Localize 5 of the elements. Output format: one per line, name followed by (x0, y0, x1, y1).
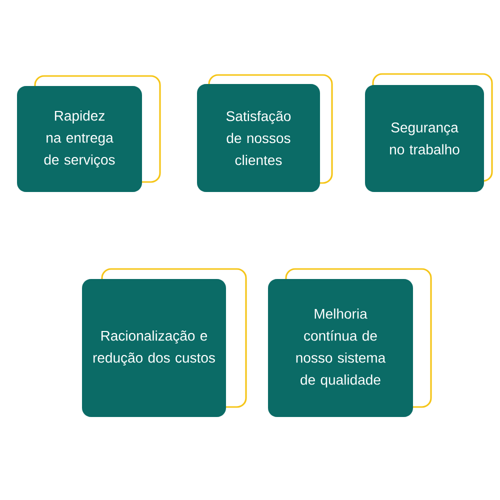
value-box: Segurança no trabalho (365, 85, 484, 192)
value-box: Satisfação de nossos clientes (197, 84, 320, 192)
value-box: Melhoria contínua de nosso sistema de qualidade (268, 279, 413, 417)
value-box: Rapidez na entrega de serviços (17, 86, 142, 192)
value-box: Racionalização e redução dos custos (82, 279, 226, 417)
